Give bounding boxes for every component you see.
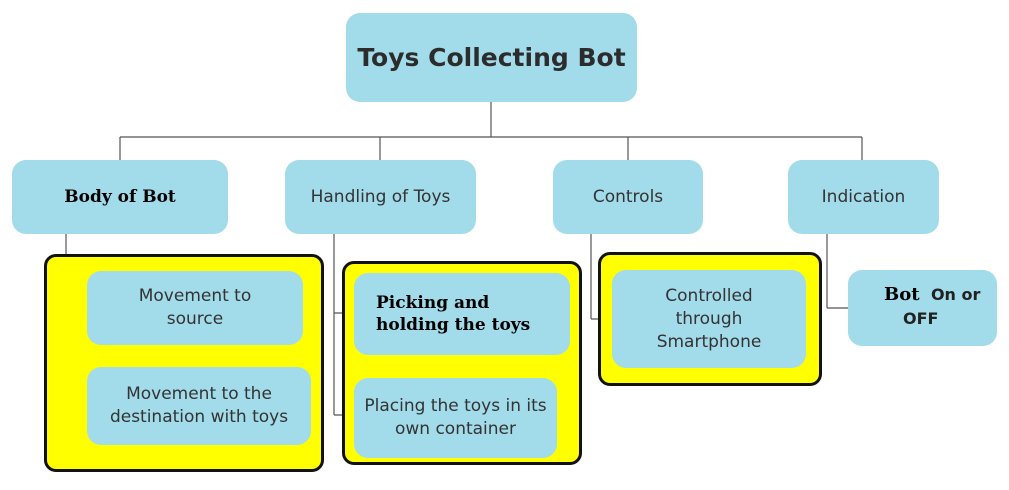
branch-label: Indication [821, 186, 906, 207]
node-placing-toys: Placing the toys in its own container [354, 378, 557, 458]
branch-label: Controls [592, 186, 664, 207]
root-label: Toys Collecting Bot [357, 43, 626, 72]
branch-body-of-bot: Body of Bot [12, 160, 228, 234]
branch-controls: Controls [553, 160, 703, 234]
root-node: Toys Collecting Bot [346, 13, 637, 102]
node-controlled-smartphone: Controlled through Smartphone [612, 270, 806, 368]
node-label: Controlled through Smartphone [656, 285, 762, 352]
bot-word: Bot [884, 284, 920, 305]
node-label: Movement to the destination with toys [109, 384, 289, 427]
node-label: Picking and holding the toys [376, 293, 531, 335]
node-movement-to-destination: Movement to the destination with toys [87, 367, 311, 445]
branch-handling-of-toys: Handling of Toys [285, 160, 476, 234]
off-text: OFF [903, 309, 939, 328]
node-label: Placing the toys in its own container [364, 396, 547, 439]
branch-indication: Indication [788, 160, 939, 234]
on-or-text: On or [930, 285, 981, 304]
node-label: Movement to source [138, 286, 252, 329]
node-picking-holding: Picking and holding the toys [354, 273, 570, 355]
node-movement-to-source: Movement to source [87, 271, 303, 345]
branch-label: Handling of Toys [310, 186, 451, 207]
branch-label: Body of Bot [64, 186, 176, 207]
node-bot-on-off: Bot On or OFF [848, 270, 997, 346]
